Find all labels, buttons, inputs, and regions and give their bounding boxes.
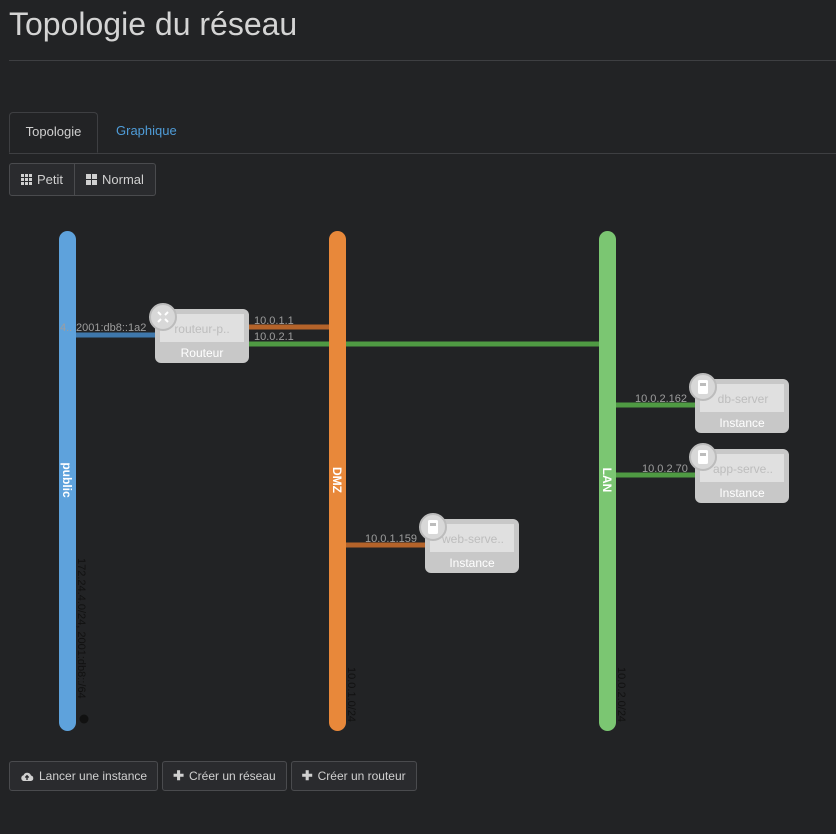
server-icon bbox=[419, 513, 447, 541]
network-public[interactable]: public 172.24.4.0/24, 2001:db8::/64 bbox=[59, 231, 89, 731]
server-icon bbox=[689, 443, 717, 471]
network-dmz[interactable]: DMZ 10.0.1.0/24 bbox=[329, 231, 357, 731]
normal-label: Normal bbox=[102, 172, 144, 187]
instance-app-server[interactable]: app-serve.. Instance bbox=[689, 443, 789, 503]
network-lan[interactable]: LAN 10.0.2.0/24 bbox=[599, 231, 627, 731]
router-public-ip: 2001:db8::1a2 bbox=[76, 322, 146, 334]
db-server-name: db-server bbox=[718, 392, 769, 406]
db-server-ip: 10.0.2.162 bbox=[635, 393, 687, 405]
cloud-upload-icon bbox=[21, 772, 34, 781]
app-server-ip: 10.0.2.70 bbox=[642, 463, 688, 475]
instance-web-server[interactable]: web-serve.. Instance bbox=[419, 513, 519, 573]
create-network-button[interactable]: ✚ Créer un réseau bbox=[162, 761, 287, 791]
view-size-group: Petit Normal bbox=[9, 163, 156, 196]
web-server-type: Instance bbox=[449, 556, 495, 570]
network-dmz-cidr: 10.0.1.0/24 bbox=[345, 667, 357, 722]
tab-topologie[interactable]: Topologie bbox=[9, 112, 98, 153]
router-public-prefix: 4.. bbox=[60, 322, 72, 334]
title-divider bbox=[9, 60, 836, 61]
action-bar: Lancer une instance ✚ Créer un réseau ✚ … bbox=[9, 761, 417, 791]
network-lan-name: LAN bbox=[600, 468, 614, 493]
plus-icon: ✚ bbox=[173, 768, 184, 783]
router-name: routeur-p.. bbox=[174, 322, 229, 336]
globe-icon bbox=[79, 714, 89, 724]
router-type: Routeur bbox=[181, 346, 224, 360]
tab-graphique[interactable]: Graphique bbox=[116, 123, 177, 138]
network-public-cidr: 172.24.4.0/24, 2001:db8::/64 bbox=[75, 558, 87, 699]
router-dmz-ip: 10.0.1.1 bbox=[254, 315, 294, 327]
launch-instance-button[interactable]: Lancer une instance bbox=[9, 761, 159, 791]
plus-icon: ✚ bbox=[301, 768, 313, 783]
web-server-ip: 10.0.1.159 bbox=[365, 533, 417, 545]
tab-bar: Topologie Graphique bbox=[9, 112, 836, 154]
app-server-name: app-serve.. bbox=[713, 462, 773, 476]
network-dmz-name: DMZ bbox=[330, 467, 344, 493]
page-title: Topologie du réseau bbox=[9, 6, 298, 42]
create-router-button[interactable]: ✚ Créer un routeur bbox=[290, 761, 417, 791]
create-network-label: Créer un réseau bbox=[188, 769, 276, 783]
grid-small-icon bbox=[21, 174, 32, 185]
launch-instance-label: Lancer une instance bbox=[39, 769, 148, 783]
create-router-label: Créer un routeur bbox=[317, 769, 406, 783]
network-public-name: public bbox=[60, 462, 74, 498]
network-topology: public 172.24.4.0/24, 2001:db8::/64 DMZ … bbox=[59, 231, 789, 731]
web-server-name: web-serve.. bbox=[441, 532, 504, 546]
server-icon bbox=[689, 373, 717, 401]
network-lan-cidr: 10.0.2.0/24 bbox=[615, 667, 627, 722]
app-server-type: Instance bbox=[719, 486, 765, 500]
petit-label: Petit bbox=[37, 172, 64, 187]
petit-view-button[interactable]: Petit bbox=[9, 163, 76, 196]
normal-view-button[interactable]: Normal bbox=[75, 163, 156, 196]
grid-large-icon bbox=[86, 174, 98, 185]
router-node[interactable]: routeur-p.. Routeur bbox=[149, 303, 249, 363]
router-lan-ip: 10.0.2.1 bbox=[254, 331, 294, 343]
db-server-type: Instance bbox=[719, 416, 765, 430]
router-icon bbox=[149, 303, 177, 331]
instance-db-server[interactable]: db-server Instance bbox=[689, 373, 789, 433]
